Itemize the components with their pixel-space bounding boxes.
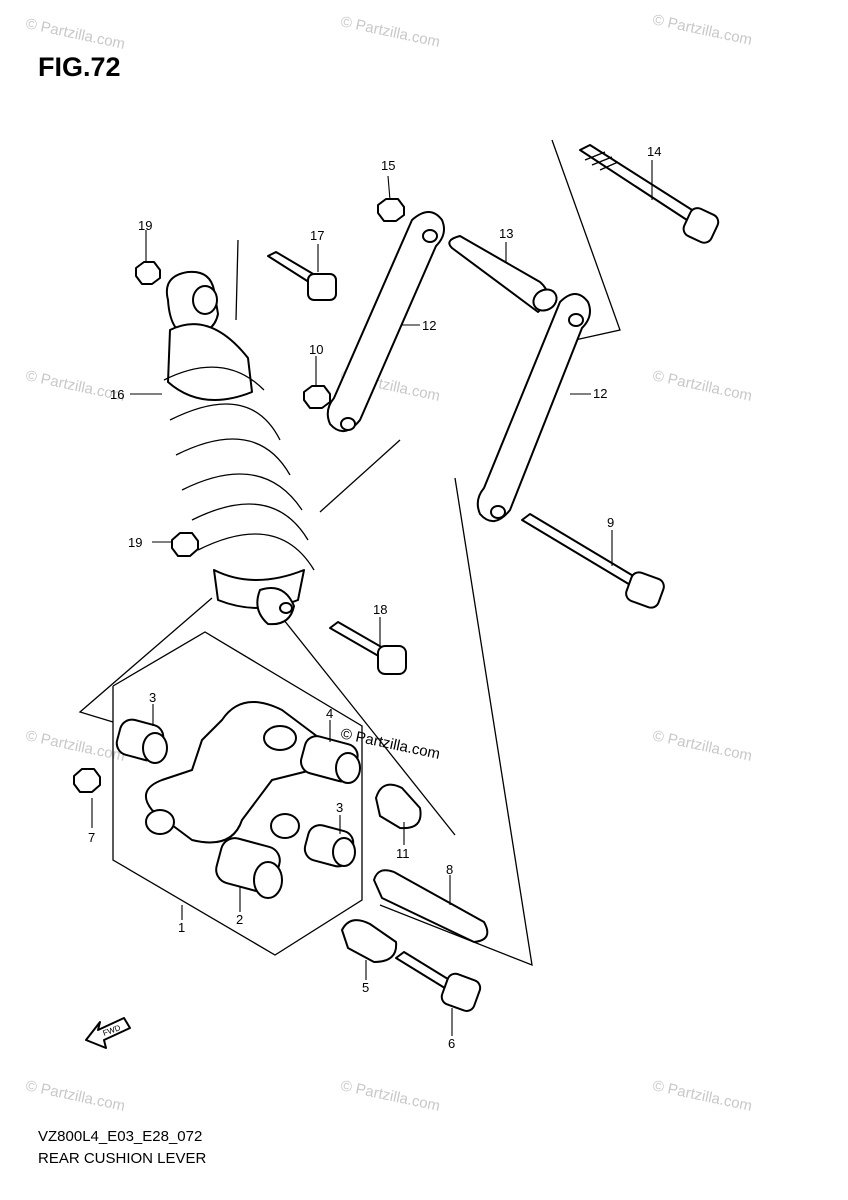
bearing-3-right[interactable] (302, 822, 356, 869)
nut-7[interactable] (73, 768, 101, 793)
watermark: © Partzilla.com (651, 367, 753, 405)
figure-title: FIG.72 (38, 52, 121, 82)
forward-arrow-icon: FWD (85, 1017, 131, 1049)
callout-11: 11 (396, 846, 410, 861)
nut-19-top[interactable] (135, 261, 161, 285)
figure-code: VZ800L4_E03_E28_072 (38, 1128, 203, 1145)
watermark: © Partzilla.com (651, 1077, 753, 1115)
nut-15[interactable] (377, 198, 405, 222)
nut-10[interactable] (303, 385, 331, 409)
bolt-14[interactable] (579, 144, 721, 245)
callout-19-lower: 19 (128, 535, 142, 550)
callout-12-left: 12 (422, 318, 436, 333)
bolt-9[interactable] (521, 513, 666, 610)
lever-assembly-frame (112, 631, 363, 956)
shock-absorber-16[interactable] (163, 270, 315, 626)
callout-3-left: 3 (149, 690, 156, 705)
bearing-3-left[interactable] (114, 717, 168, 764)
callout-2: 2 (236, 912, 243, 927)
spacer-5[interactable] (341, 919, 398, 963)
callout-8: 8 (446, 862, 453, 877)
bolt-18[interactable] (329, 621, 407, 675)
callout-15: 15 (381, 158, 395, 173)
callout-12-right: 12 (593, 386, 607, 401)
callout-13: 13 (499, 226, 513, 241)
spacer-13[interactable] (448, 235, 560, 315)
nut-19-lower[interactable] (171, 532, 199, 557)
callout-16: 16 (110, 387, 124, 402)
callout-labels: 14 15 13 19 17 12 10 16 12 9 19 18 3 4 7… (88, 144, 661, 1051)
callout-14: 14 (647, 144, 661, 159)
watermark: © Partzilla.com (651, 11, 753, 49)
spacer-8[interactable] (373, 869, 489, 943)
callout-4: 4 (326, 706, 333, 721)
watermark: © Partzilla.com (24, 1077, 126, 1115)
callout-6: 6 (448, 1036, 455, 1051)
figure-name: REAR CUSHION LEVER (38, 1150, 207, 1167)
callout-1: 1 (178, 920, 185, 935)
bearing-4[interactable] (298, 733, 361, 784)
watermark: © Partzilla.com (24, 15, 126, 53)
callout-10: 10 (309, 342, 323, 357)
callout-9: 9 (607, 515, 614, 530)
guide-lines (78, 139, 621, 967)
bolt-17[interactable] (267, 251, 337, 301)
watermark: © Partzilla.com (24, 727, 126, 765)
callout-5: 5 (362, 980, 369, 995)
link-rod-12-left[interactable] (326, 211, 445, 432)
bolt-6[interactable] (395, 951, 482, 1013)
spacer-11[interactable] (375, 783, 422, 830)
callout-7: 7 (88, 830, 95, 845)
callout-17: 17 (310, 228, 324, 243)
bearing-2[interactable] (213, 835, 283, 899)
cushion-lever-1[interactable] (144, 701, 329, 844)
watermark: © Partzilla.com (339, 13, 441, 51)
callout-19-top: 19 (138, 218, 152, 233)
link-rod-12-right[interactable] (476, 293, 591, 522)
watermark: © Partzilla.com (651, 727, 753, 765)
leader-lines (91, 160, 653, 1036)
callout-3-right: 3 (336, 800, 343, 815)
callout-18: 18 (373, 602, 387, 617)
watermark: © Partzilla.com (339, 1077, 441, 1115)
